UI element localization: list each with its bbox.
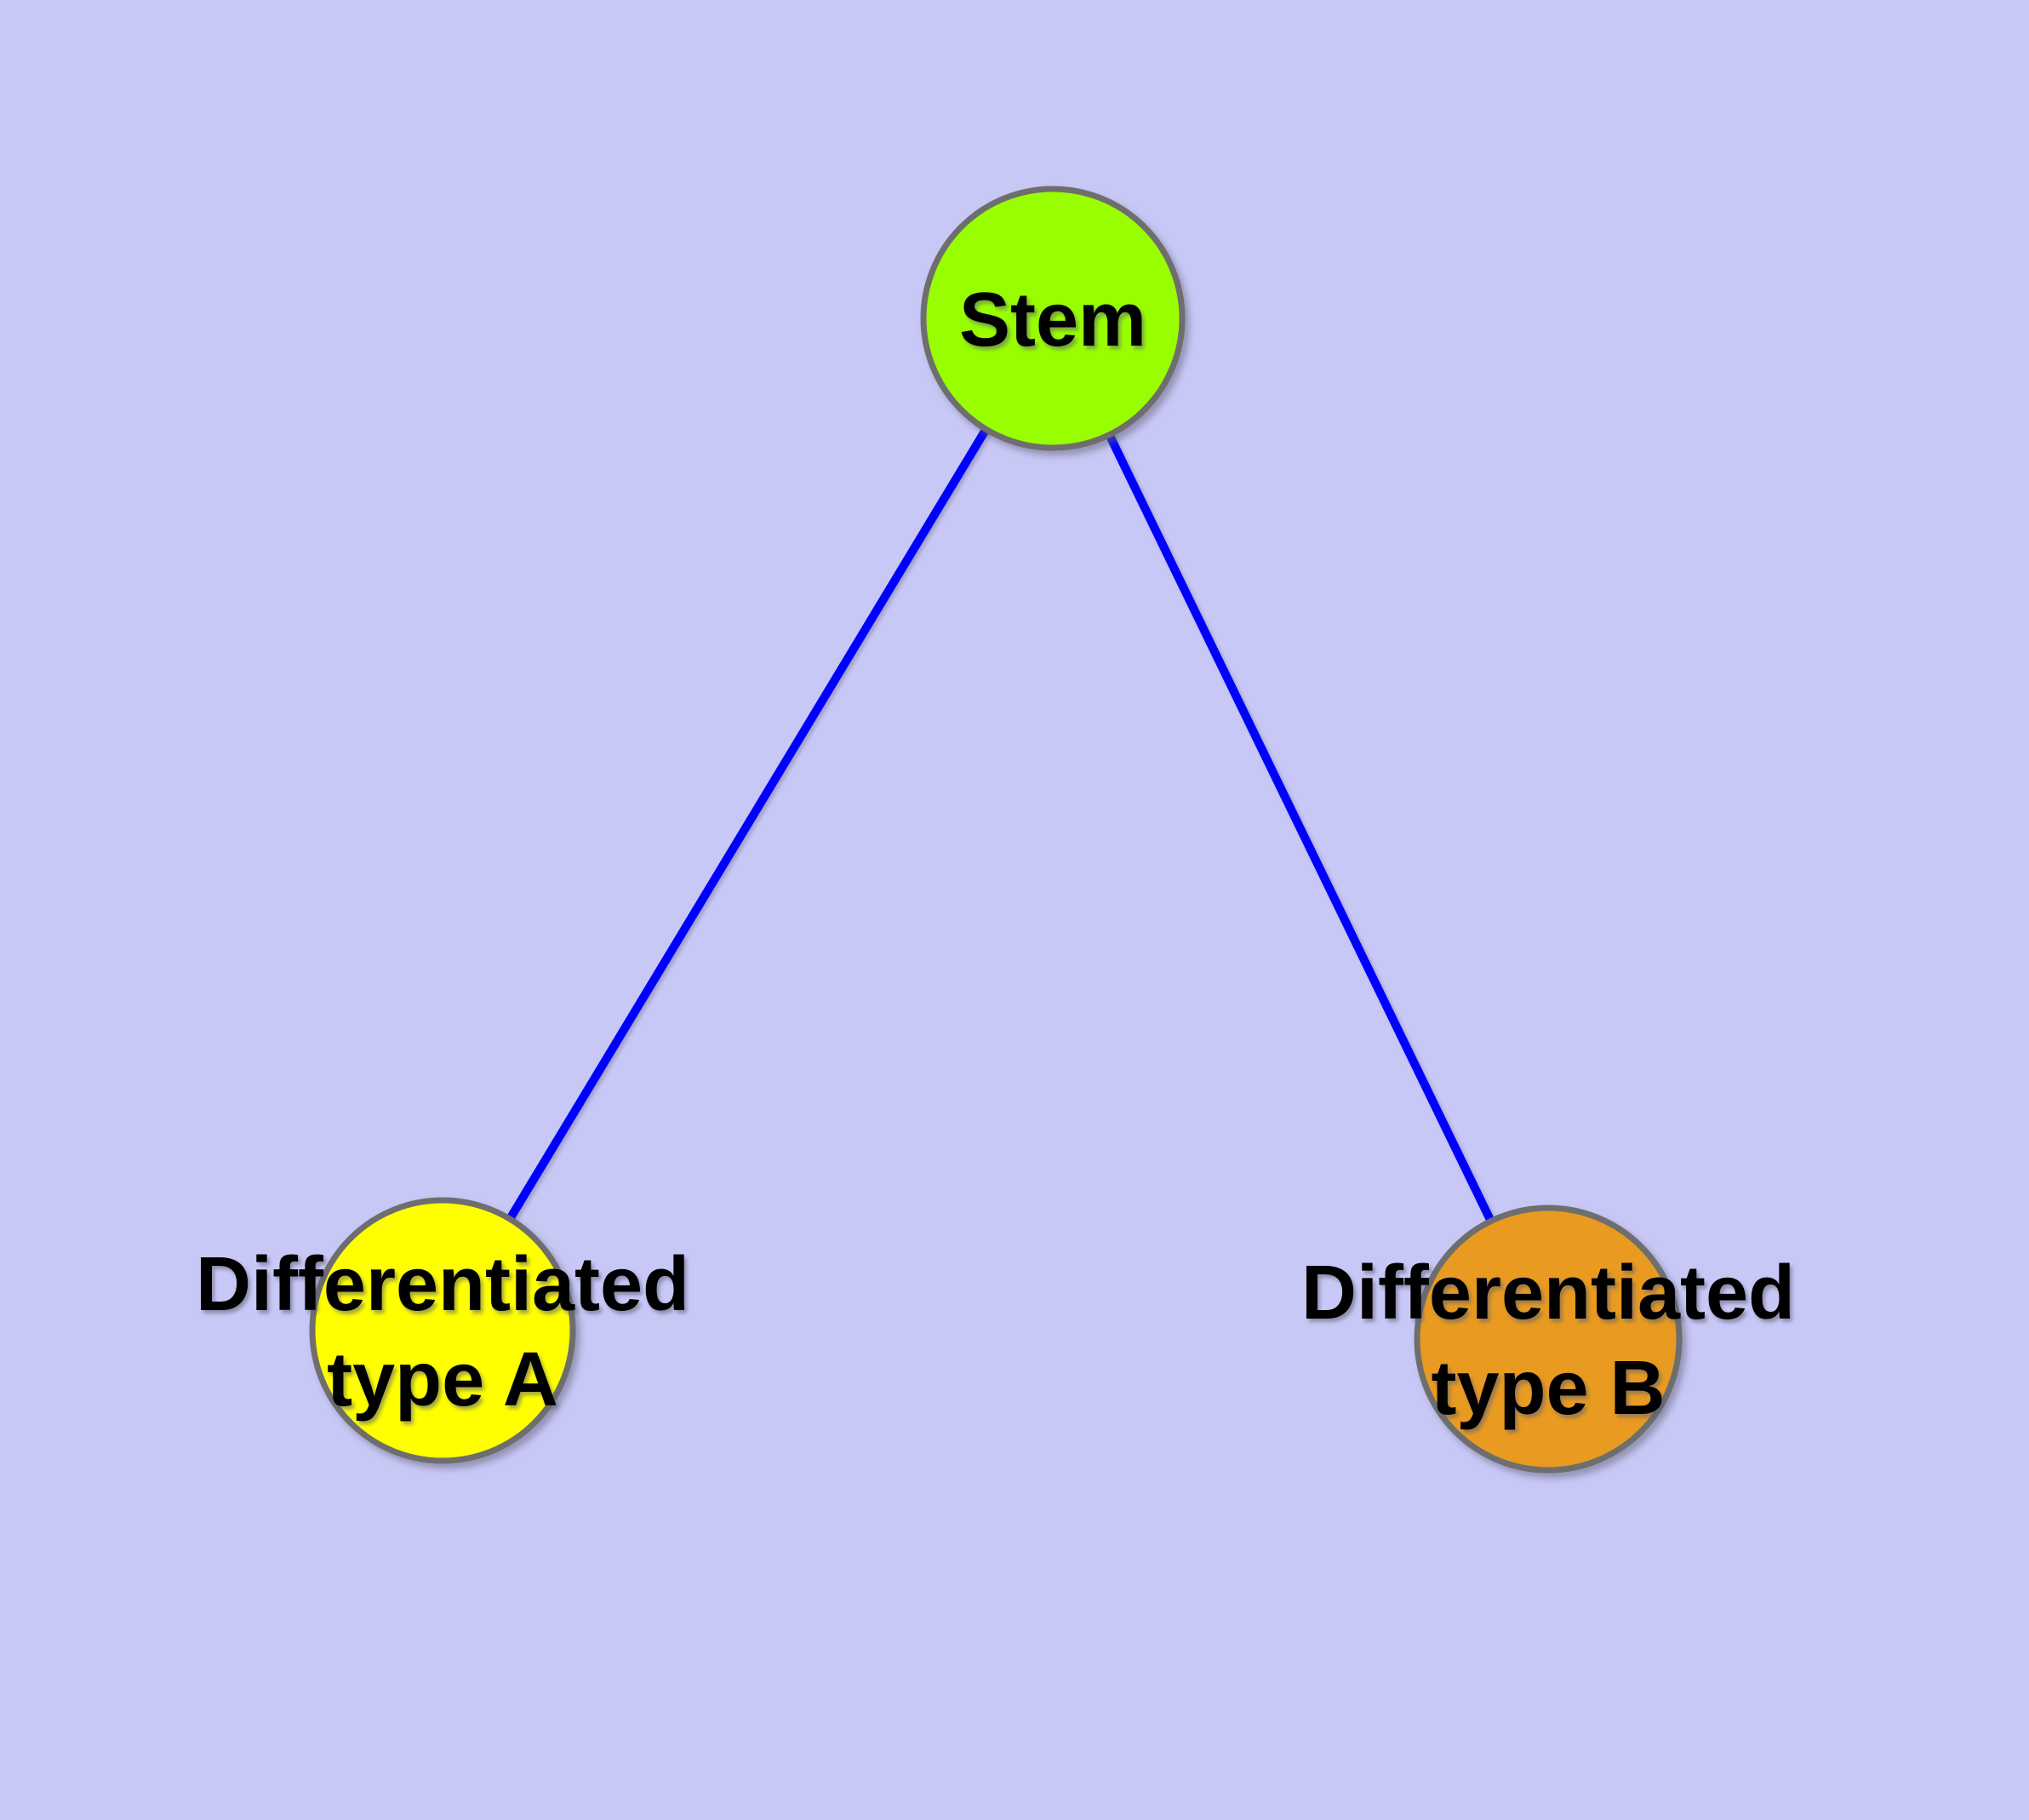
node-stem[interactable]: Stem [920, 186, 1186, 451]
type-a-label-line-2: type A [327, 1337, 558, 1422]
stem-node-label: Stem [959, 278, 1146, 363]
type-a-label-line-1: Differentiated [196, 1242, 689, 1327]
type-b-label-line-1: Differentiated [1301, 1251, 1795, 1336]
type-a-node-circle[interactable] [309, 1197, 576, 1464]
edge-stem-to-type-a [438, 316, 1057, 1333]
type-b-node-circle[interactable] [1414, 1205, 1683, 1474]
edge-stem-to-type-b [1049, 316, 1552, 1342]
stem-node-circle[interactable] [920, 186, 1186, 451]
node-differentiated-type-a[interactable]: Differentiated type A [196, 1197, 689, 1464]
type-b-label-line-2: type B [1431, 1346, 1665, 1431]
node-differentiated-type-b[interactable]: Differentiated type B [1301, 1205, 1795, 1474]
